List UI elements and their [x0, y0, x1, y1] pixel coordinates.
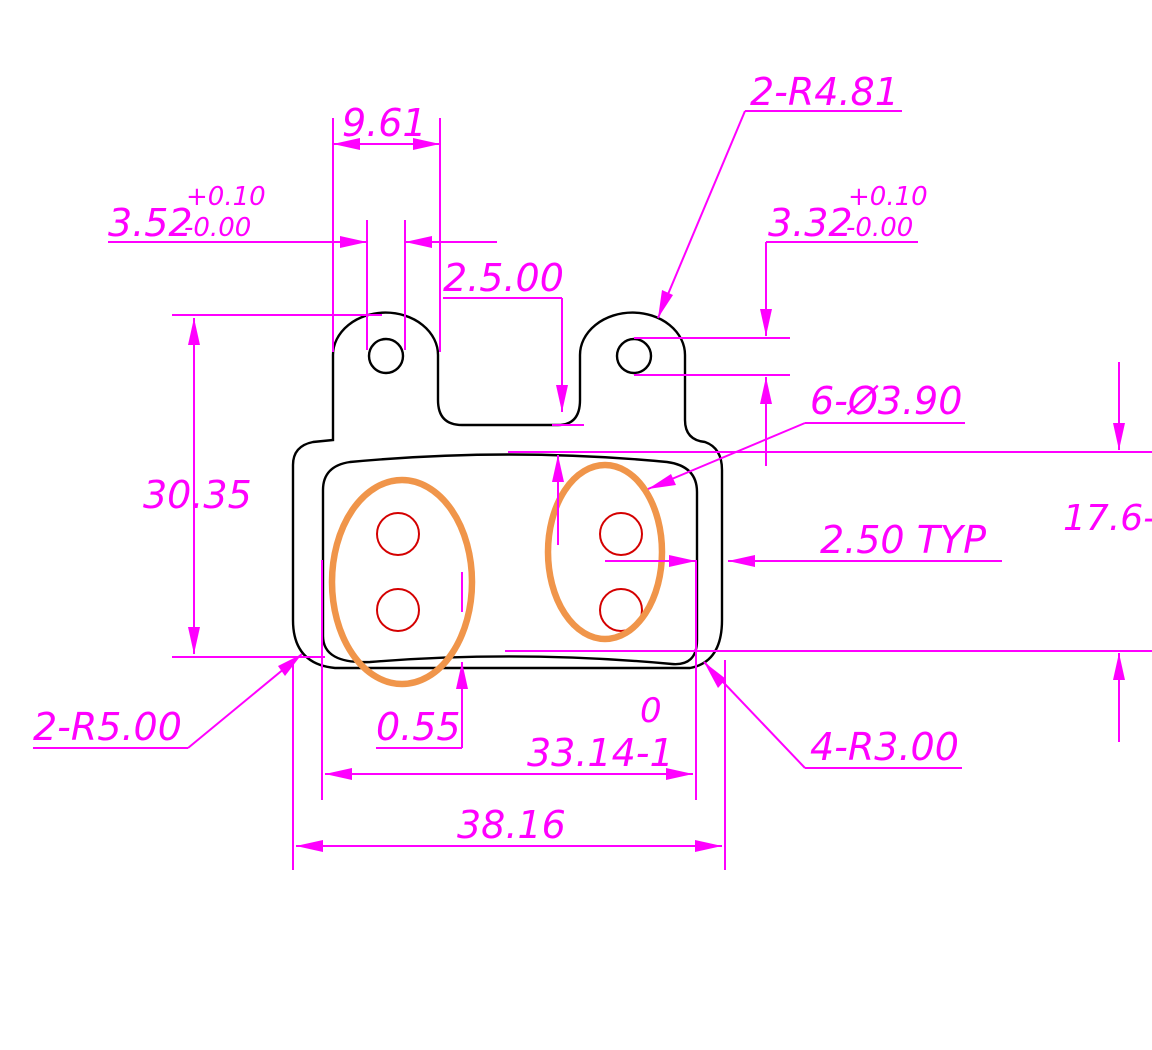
dim-spacing: 2.50 TYP: [820, 518, 986, 562]
dim-outer-radius: 4-R3.00: [810, 725, 959, 769]
dim-inner-height: 17.6-: [1063, 498, 1152, 539]
dim-inner-width-tol: 0: [640, 691, 662, 731]
highlight-marks: [328, 461, 666, 688]
pad-hole: [599, 512, 643, 556]
dim-height: 30.35: [143, 473, 252, 517]
dim-left-hole-tol-minus: -0.00: [184, 213, 251, 243]
dim-corner-radius: 2-R5.00: [33, 705, 182, 749]
highlight-ellipse-right: [544, 461, 666, 643]
pad-outline: [291, 311, 724, 670]
dimension-lines: [33, 110, 1152, 870]
dim-slot-width: 9.61: [342, 101, 427, 145]
dim-left-hole-nominal: 3.52: [108, 201, 193, 245]
dim-inner-width: 33.14-1: [527, 731, 674, 775]
dim-pad-holes: 6-Ø3.90: [810, 379, 962, 423]
backing-plate-outline: [291, 311, 724, 670]
dim-overall-width: 38.16: [457, 803, 566, 847]
pad-hole: [599, 588, 643, 632]
dim-right-hole-tol-minus: -0.00: [846, 213, 913, 243]
pad-hole: [376, 512, 420, 556]
dimension-texts: 9.61 3.52 +0.10 -0.00 2.5.00 2-R4.81 3.3…: [33, 70, 1152, 847]
dim-left-hole-tol-plus: +0.10: [186, 182, 266, 212]
pad-hole: [376, 588, 420, 632]
right-mount-hole: [615, 337, 653, 375]
left-mount-hole: [367, 337, 405, 375]
dim-right-hole-nominal: 3.32: [768, 201, 853, 245]
dim-ear-gap: 2.5.00: [443, 256, 564, 300]
dim-ear-radius: 2-R4.81: [750, 70, 899, 114]
dim-right-hole-tol-plus: +0.10: [848, 182, 928, 212]
highlight-ellipse-left: [328, 476, 476, 688]
dim-edge-offset: 0.55: [376, 705, 461, 749]
pad-holes: [376, 512, 643, 632]
